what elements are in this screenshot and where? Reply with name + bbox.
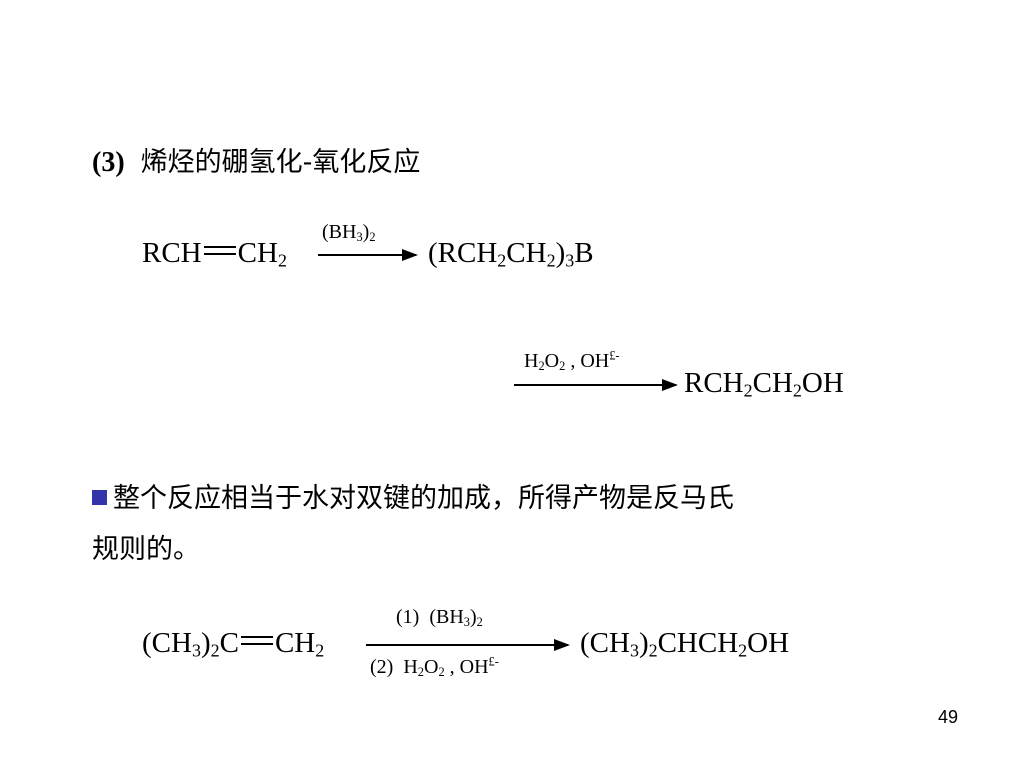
reactant-ch: CH xyxy=(237,237,278,269)
reaction2-arrow xyxy=(514,379,678,391)
note-line2: 规则的。 xyxy=(92,534,200,565)
reaction1-arrow xyxy=(318,249,418,261)
reaction2-reagent: H2O2 , OH£- xyxy=(524,348,620,374)
note-text-line1: 整个反应相当于水对双键的加成，所得产物是反马氏 xyxy=(113,483,734,514)
reaction3-product: (CH3)2CHCH2OH xyxy=(580,627,790,661)
reactant-rch: RCH xyxy=(142,237,202,269)
reaction1-reagent: (BH3)2 xyxy=(322,221,376,245)
reaction3-step2: (2) H2O2 , OH£- xyxy=(370,654,499,680)
section-number: (3) xyxy=(92,147,125,178)
section-title-text: 烯烃的硼氢化-氧化反应 xyxy=(140,147,421,178)
reaction2-product: RCH2CH2OH xyxy=(684,367,844,401)
double-bond xyxy=(240,635,273,645)
note-line1: 整个反应相当于水对双键的加成，所得产物是反马氏 xyxy=(92,476,734,515)
bullet-square-icon xyxy=(92,490,107,505)
section-title: (3) 烯烃的硼氢化-氧化反应 xyxy=(92,140,420,179)
double-bond xyxy=(203,245,236,255)
page-number: 49 xyxy=(937,707,958,727)
reaction1-product: (RCH2CH2)3B xyxy=(428,237,594,271)
reaction3-step1: (1) (BH3)2 xyxy=(396,606,483,630)
reaction3-arrow xyxy=(366,639,570,651)
